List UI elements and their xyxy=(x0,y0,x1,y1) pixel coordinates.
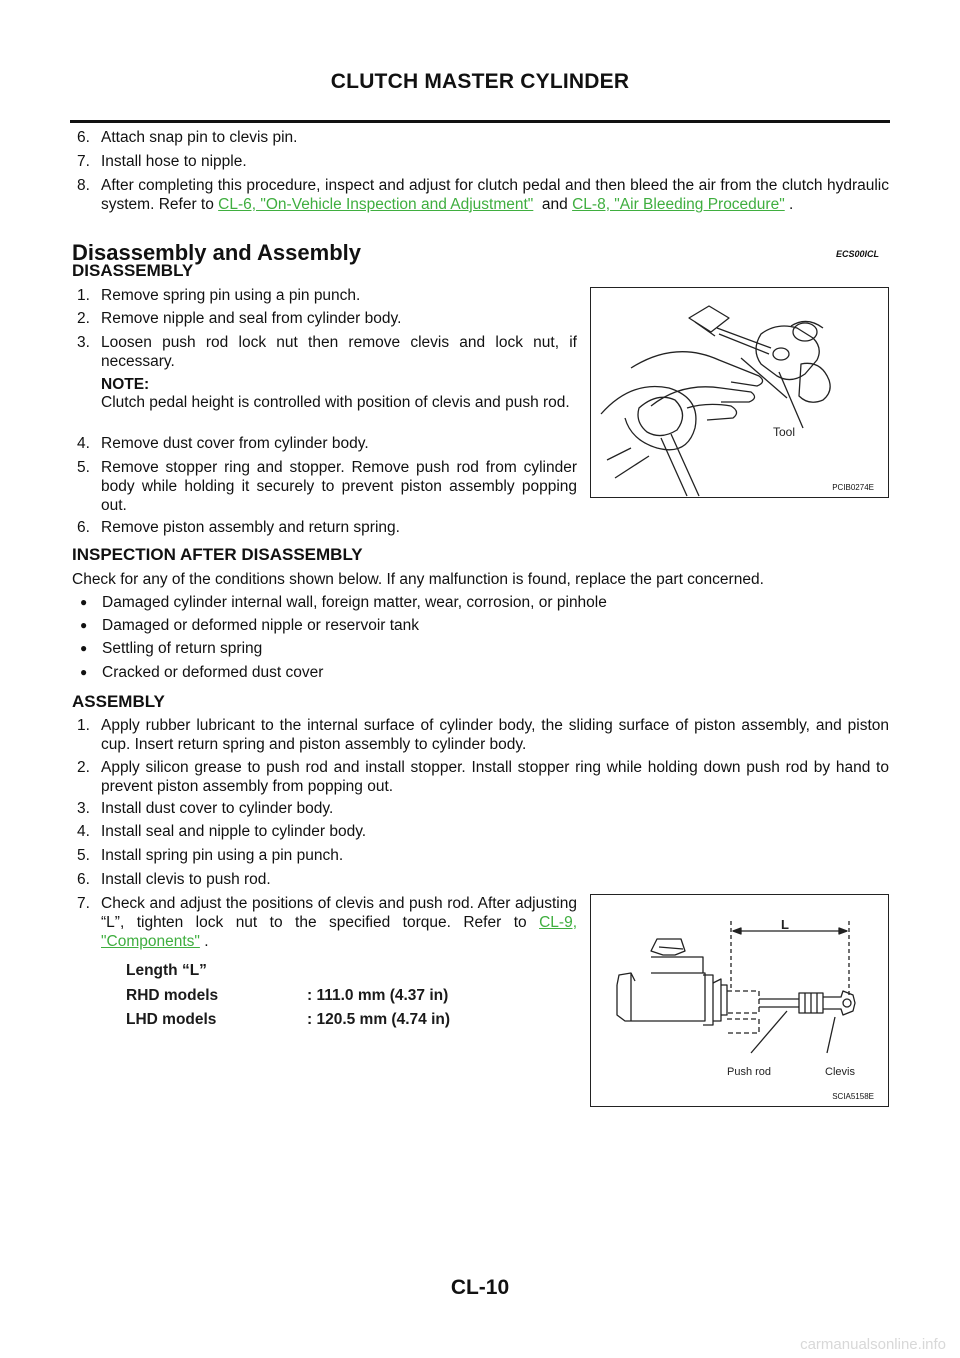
assembly-step-5: 5. Install spring pin using a pin punch. xyxy=(77,846,343,865)
step-number: 2. xyxy=(77,310,90,327)
assembly-step-2: 2. Apply silicon grease to push rod and i… xyxy=(77,758,889,796)
header-rule xyxy=(70,120,890,123)
disassembly-step-3: 3. Loosen push rod lock nut then remove c… xyxy=(77,333,577,371)
step-number: 1. xyxy=(77,287,90,304)
push-rod-label: Push rod xyxy=(727,1066,771,1078)
step-number: 4. xyxy=(77,823,90,840)
step-number: 7. xyxy=(77,895,90,912)
section-title: Disassembly and Assembly xyxy=(72,240,361,265)
step-text-part: and xyxy=(533,196,573,213)
disassembly-heading: DISASSEMBLY xyxy=(72,261,194,280)
step-number: 5. xyxy=(77,847,90,864)
step-number: 6. xyxy=(77,519,90,536)
step-text-part: . xyxy=(199,933,209,950)
clevis-label: Clevis xyxy=(825,1066,855,1078)
step-text: Remove nipple and seal from cylinder bod… xyxy=(101,310,402,327)
disassembly-step-2: 2. Remove nipple and seal from cylinder b… xyxy=(77,309,401,328)
step-text: Install hose to nipple. xyxy=(101,153,247,170)
inspection-bullet: ● Settling of return spring xyxy=(80,640,262,658)
step-text: After completing this procedure, inspect… xyxy=(101,176,889,214)
step-number: 4. xyxy=(77,435,90,452)
bullet-text: Cracked or deformed dust cover xyxy=(102,664,324,681)
tool-label: Tool xyxy=(773,425,795,439)
step-number: 8. xyxy=(77,177,90,194)
bullet-icon: ● xyxy=(80,618,88,632)
assembly-step-7: 7. Check and adjust the positions of cle… xyxy=(77,894,577,951)
step-text-part: Check and adjust the positions of clevis… xyxy=(101,895,577,931)
inspection-bullet: ● Damaged or deformed nipple or reservoir… xyxy=(80,617,419,635)
link-on-vehicle-inspection[interactable]: CL-6, "On-Vehicle Inspection and Adjustm… xyxy=(218,196,534,213)
step-number: 6. xyxy=(77,129,90,146)
step-number: 5. xyxy=(77,459,90,476)
step-text: Attach snap pin to clevis pin. xyxy=(101,129,298,146)
step-text: Remove spring pin using a pin punch. xyxy=(101,287,361,304)
spec-label-rhd: RHD models xyxy=(126,987,219,1004)
step-text: Check and adjust the positions of clevis… xyxy=(101,894,577,951)
bullet-icon: ● xyxy=(80,595,88,609)
spec-label-lhd: LHD models xyxy=(126,1011,217,1028)
pushrod-illustration: L Push rod Clevis SCIA5158E xyxy=(590,894,889,1107)
step-text: Install spring pin using a pin punch. xyxy=(101,847,344,864)
tool-illustration: Tool PCIB0274E xyxy=(590,287,889,498)
step-text: Apply rubber lubricant to the internal s… xyxy=(101,717,889,753)
note-label: NOTE: xyxy=(101,376,150,393)
step-number: 3. xyxy=(77,800,90,817)
link-air-bleeding[interactable]: CL-8, "Air Bleeding Procedure" xyxy=(572,196,785,213)
step-text: Install clevis to push rod. xyxy=(101,871,271,888)
assembly-heading: ASSEMBLY xyxy=(72,692,165,711)
link-components[interactable]: CL-9, "Components" xyxy=(101,914,577,950)
note-text: Clutch pedal height is controlled with p… xyxy=(101,394,570,411)
assembly-step-3: 3. Install dust cover to cylinder body. xyxy=(77,799,333,818)
spec-value-rhd: : 111.0 mm (4.37 in) xyxy=(307,987,449,1004)
step-number: 1. xyxy=(77,717,90,734)
bullet-text: Settling of return spring xyxy=(102,640,263,657)
bullet-text: Damaged cylinder internal wall, foreign … xyxy=(102,594,607,611)
inspection-heading: INSPECTION AFTER DISASSEMBLY xyxy=(72,545,363,564)
bullet-icon: ● xyxy=(80,665,88,679)
disassembly-step-5: 5. Remove stopper ring and stopper. Remov… xyxy=(77,458,577,515)
step-number: 3. xyxy=(77,334,90,351)
dimension-l-label: L xyxy=(781,917,789,932)
section-code: ECS00ICL xyxy=(836,249,880,259)
inspection-bullet: ● Cracked or deformed dust cover xyxy=(80,664,323,682)
assembly-step-1: 1. Apply rubber lubricant to the internal… xyxy=(77,716,889,754)
page-number: CL-10 xyxy=(450,1276,510,1299)
step-text-part: . xyxy=(784,196,794,213)
tool-illustration-drawing: Tool xyxy=(600,305,831,497)
disassembly-step-6: 6. Remove piston assembly and return spri… xyxy=(77,518,400,537)
step-text: Remove dust cover from cylinder body. xyxy=(101,435,369,452)
intro-step-8: 8. After completing this procedure, insp… xyxy=(77,176,889,214)
page-title: CLUTCH MASTER CYLINDER xyxy=(330,70,630,93)
step-number: 7. xyxy=(77,153,90,170)
step-text-part: After completing this procedure, inspect… xyxy=(101,177,889,213)
step-text: Remove piston assembly and return spring… xyxy=(101,519,400,536)
inspection-intro: Check for any of the conditions shown be… xyxy=(72,571,764,588)
disassembly-step-1: 1. Remove spring pin using a pin punch. xyxy=(77,286,360,305)
bullet-text: Damaged or deformed nipple or reservoir … xyxy=(102,617,420,634)
step-text: Loosen push rod lock nut then remove cle… xyxy=(101,334,577,370)
spec-title: Length “L” xyxy=(126,962,207,979)
step-text: Apply silicon grease to push rod and ins… xyxy=(101,759,889,795)
figure-code: PCIB0274E xyxy=(832,483,874,492)
intro-step-6: 6. Attach snap pin to clevis pin. xyxy=(77,128,297,147)
disassembly-step-4: 4. Remove dust cover from cylinder body. xyxy=(77,434,369,453)
step-text: Install seal and nipple to cylinder body… xyxy=(101,823,367,840)
step-text: Remove stopper ring and stopper. Remove … xyxy=(101,459,577,514)
spec-value-lhd: : 120.5 mm (4.74 in) xyxy=(307,1011,451,1028)
figure-code: SCIA5158E xyxy=(832,1092,874,1101)
watermark: carmanualsonline.info xyxy=(800,1336,946,1353)
assembly-step-6: 6. Install clevis to push rod. xyxy=(77,870,271,889)
pushrod-illustration-drawing: L Push rod Clevis xyxy=(616,917,856,1078)
intro-step-7: 7. Install hose to nipple. xyxy=(77,152,247,171)
step-number: 6. xyxy=(77,871,90,888)
step-number: 2. xyxy=(77,759,90,776)
step-text: Install dust cover to cylinder body. xyxy=(101,800,334,817)
assembly-step-4: 4. Install seal and nipple to cylinder bo… xyxy=(77,822,366,841)
bullet-icon: ● xyxy=(80,641,88,655)
inspection-bullet: ● Damaged cylinder internal wall, foreign… xyxy=(80,594,607,612)
